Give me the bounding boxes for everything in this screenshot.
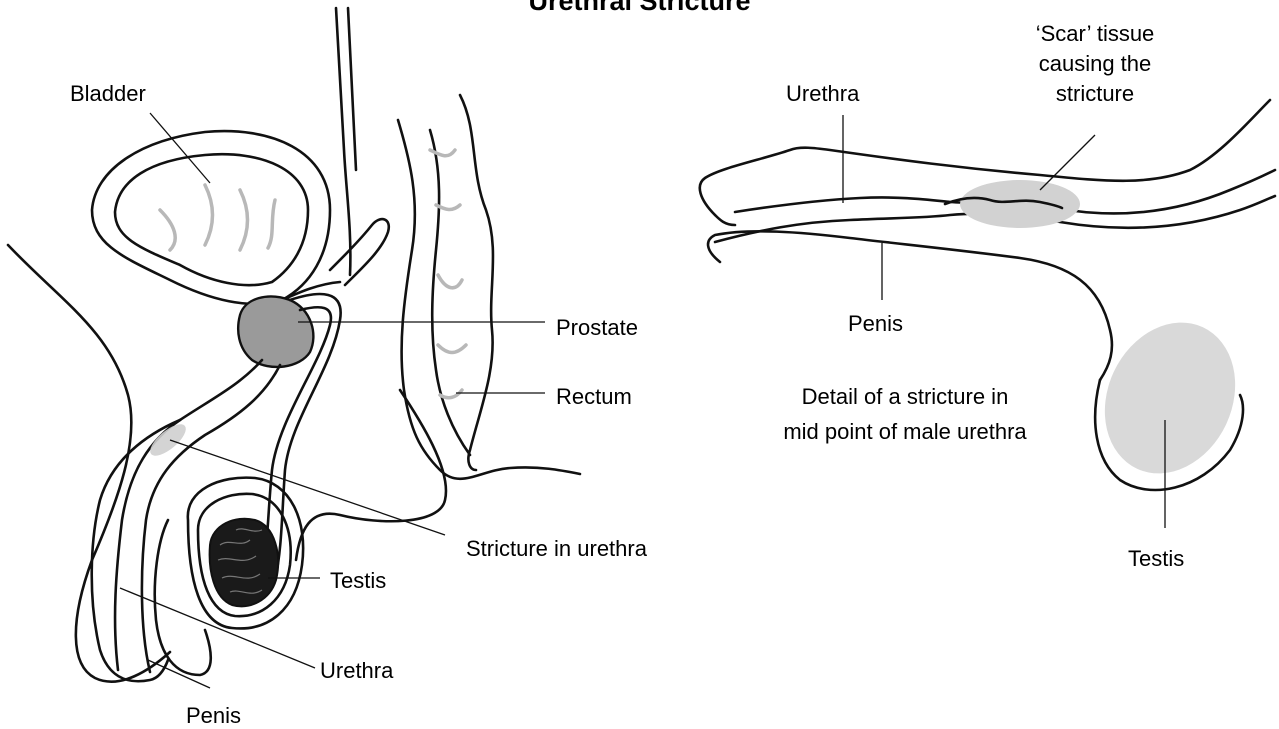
- label-penis-right: Penis: [848, 310, 903, 337]
- bladder-folds: [160, 185, 275, 250]
- penis-outline: [92, 420, 180, 681]
- right-diagram: [700, 100, 1275, 528]
- label-bladder: Bladder: [70, 80, 146, 107]
- rectum-outline: [398, 120, 580, 479]
- urethra-floor: [708, 231, 1112, 380]
- caption-line-1: Detail of a stricture in: [730, 383, 1080, 410]
- label-scar-tissue: ‘Scar’ tissue causing the stricture: [990, 20, 1200, 107]
- scar-tissue: [960, 180, 1080, 228]
- body-outline: [8, 245, 170, 682]
- caption-line-2: mid point of male urethra: [730, 418, 1080, 445]
- glans-outline: [155, 520, 211, 675]
- prostate-gland: [238, 296, 313, 366]
- label-stricture: Stricture in urethra: [466, 535, 647, 562]
- label-testis-right: Testis: [1128, 545, 1184, 572]
- label-urethra-right: Urethra: [786, 80, 859, 107]
- perineum-outline: [296, 390, 446, 560]
- label-penis-left: Penis: [186, 702, 241, 729]
- urethra-leader: [120, 588, 315, 668]
- label-rectum: Rectum: [556, 383, 632, 410]
- rectum-wall: [430, 130, 470, 455]
- spine-line-2: [348, 8, 356, 170]
- stricture-leader: [170, 440, 445, 535]
- label-testis-left: Testis: [330, 567, 386, 594]
- label-prostate: Prostate: [556, 314, 638, 341]
- label-scar-line-1: ‘Scar’ tissue: [990, 20, 1200, 47]
- caption: Detail of a stricture in mid point of ma…: [730, 383, 1080, 445]
- spine-line: [336, 8, 350, 275]
- testis-dark: [210, 519, 278, 607]
- rectum-outline-inner: [460, 95, 493, 470]
- seminal-vesicle: [330, 219, 389, 285]
- penis-tip: [715, 215, 735, 225]
- label-scar-line-3: stricture: [990, 80, 1200, 107]
- bladder-leader: [150, 113, 210, 183]
- scar-leader: [1040, 135, 1095, 190]
- label-urethra-left: Urethra: [320, 657, 393, 684]
- label-scar-line-2: causing the: [990, 50, 1200, 77]
- left-diagram: [8, 8, 580, 688]
